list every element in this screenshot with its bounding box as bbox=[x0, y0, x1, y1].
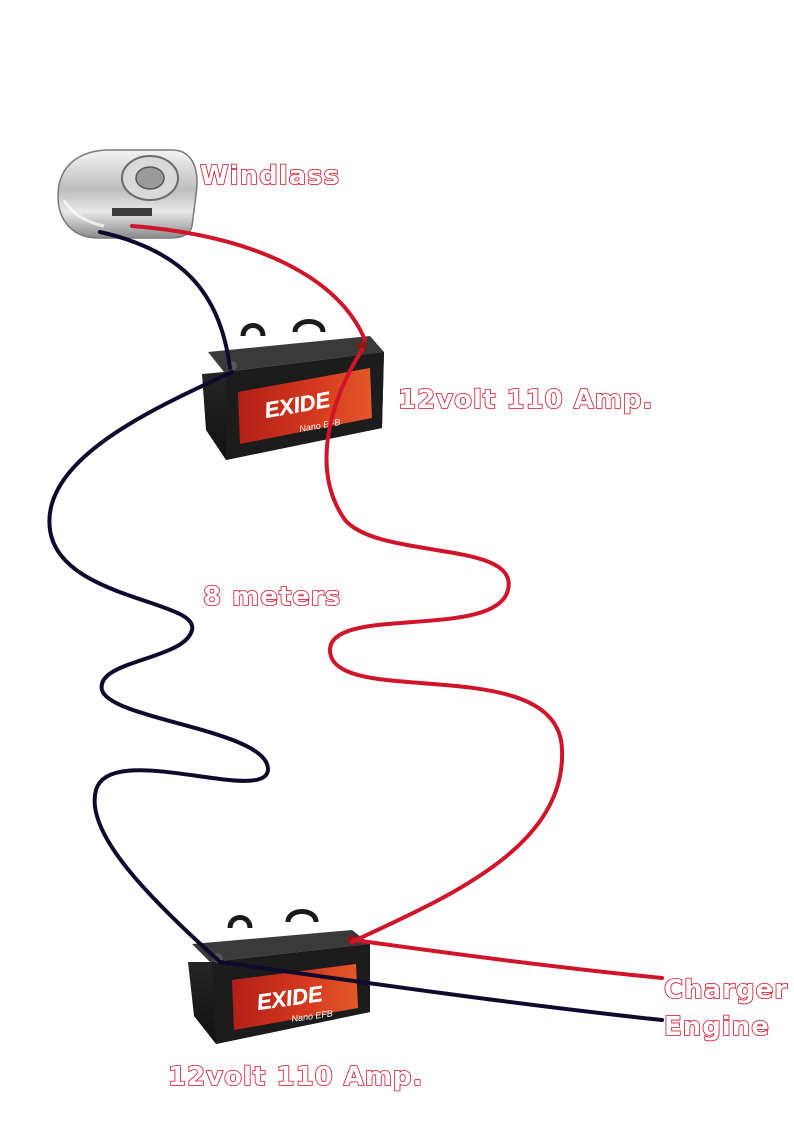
cable-batteries-positive bbox=[324, 348, 565, 944]
battery-top: EXIDE Nano EFB bbox=[202, 319, 384, 460]
cable-charger bbox=[352, 938, 664, 980]
battery-bottom-label: 12volt 110 Amp. bbox=[167, 1061, 424, 1093]
cable-engine bbox=[218, 960, 664, 1022]
battery-bottom: EXIDE Nano EFB bbox=[188, 909, 370, 1044]
positive-cables bbox=[130, 224, 664, 980]
cable-batteries-negative bbox=[47, 370, 271, 962]
windlass-image bbox=[57, 149, 198, 239]
windlass-label: Windlass bbox=[199, 160, 341, 192]
engine-label: Engine bbox=[663, 1011, 770, 1043]
cable-length-label: 8 meters bbox=[202, 581, 342, 613]
cable-windlass-negative bbox=[98, 230, 232, 370]
charger-label: Charger bbox=[663, 974, 789, 1006]
battery-top-label: 12volt 110 Amp. bbox=[397, 384, 654, 416]
negative-cables bbox=[47, 230, 664, 1022]
cable-windlass-positive bbox=[130, 224, 367, 342]
